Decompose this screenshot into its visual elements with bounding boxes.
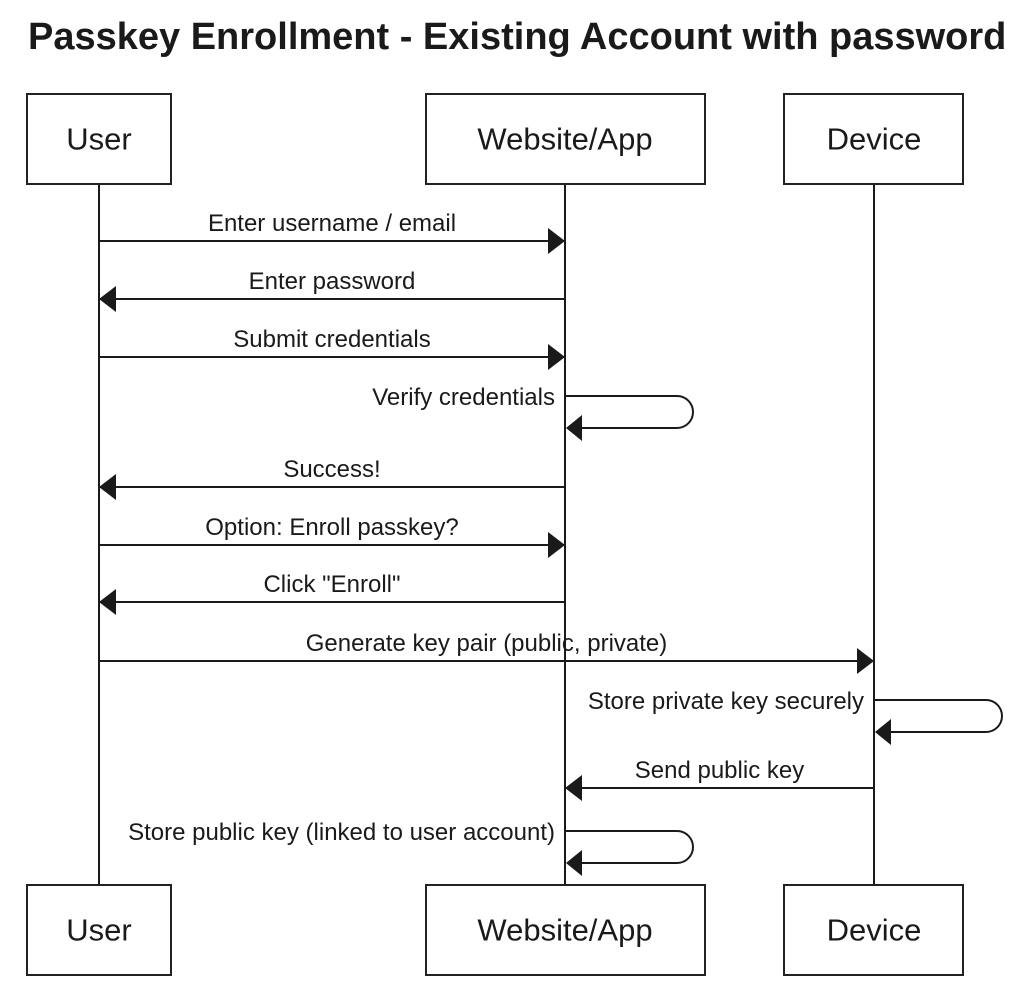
- arrowhead-left-icon: [566, 850, 582, 876]
- actor-label-website-bottom: Website/App: [477, 913, 652, 948]
- message-label: Success!: [283, 456, 380, 483]
- actor-label-website-top: Website/App: [477, 122, 652, 157]
- self-message-loop: [565, 395, 694, 429]
- message-label: Option: Enroll passkey?: [205, 514, 458, 541]
- message-label: Generate key pair (public, private): [306, 630, 668, 657]
- message-label: Enter password: [249, 268, 416, 295]
- actor-box-device-top: [783, 93, 964, 185]
- arrowhead-right-icon: [857, 648, 874, 674]
- arrowhead-right-icon: [548, 532, 565, 558]
- arrowhead-right-icon: [548, 228, 565, 254]
- message-label: Click "Enroll": [263, 571, 400, 598]
- message-label: Send public key: [635, 757, 804, 784]
- actor-box-device-bottom: [783, 884, 964, 976]
- message-label: Submit credentials: [233, 326, 430, 353]
- actor-box-website-bottom: [425, 884, 706, 976]
- arrowhead-left-icon: [99, 589, 116, 615]
- actors-layer: UserUserWebsite/AppWebsite/AppDeviceDevi…: [26, 93, 964, 976]
- actor-box-user-top: [26, 93, 172, 185]
- message-label: Verify credentials: [372, 384, 555, 411]
- message-label: Store private key securely: [588, 688, 864, 715]
- arrowhead-left-icon: [565, 775, 582, 801]
- actor-label-user-top: User: [66, 122, 131, 157]
- arrowhead-left-icon: [875, 719, 891, 745]
- arrowhead-left-icon: [99, 286, 116, 312]
- diagram-title: Passkey Enrollment - Existing Account wi…: [28, 16, 1006, 58]
- self-message-loop: [874, 699, 1003, 733]
- actor-label-device-top: Device: [827, 122, 922, 157]
- actor-label-device-bottom: Device: [827, 913, 922, 948]
- message-label: Store public key (linked to user account…: [128, 819, 555, 846]
- lifelines-layer: [98, 184, 875, 885]
- message-label: Enter username / email: [208, 210, 456, 237]
- actor-box-user-bottom: [26, 884, 172, 976]
- self-message-loop: [565, 830, 694, 864]
- arrowhead-left-icon: [566, 415, 582, 441]
- actor-box-website-top: [425, 93, 706, 185]
- arrowhead-right-icon: [548, 344, 565, 370]
- arrowhead-left-icon: [99, 474, 116, 500]
- actor-label-user-bottom: User: [66, 913, 131, 948]
